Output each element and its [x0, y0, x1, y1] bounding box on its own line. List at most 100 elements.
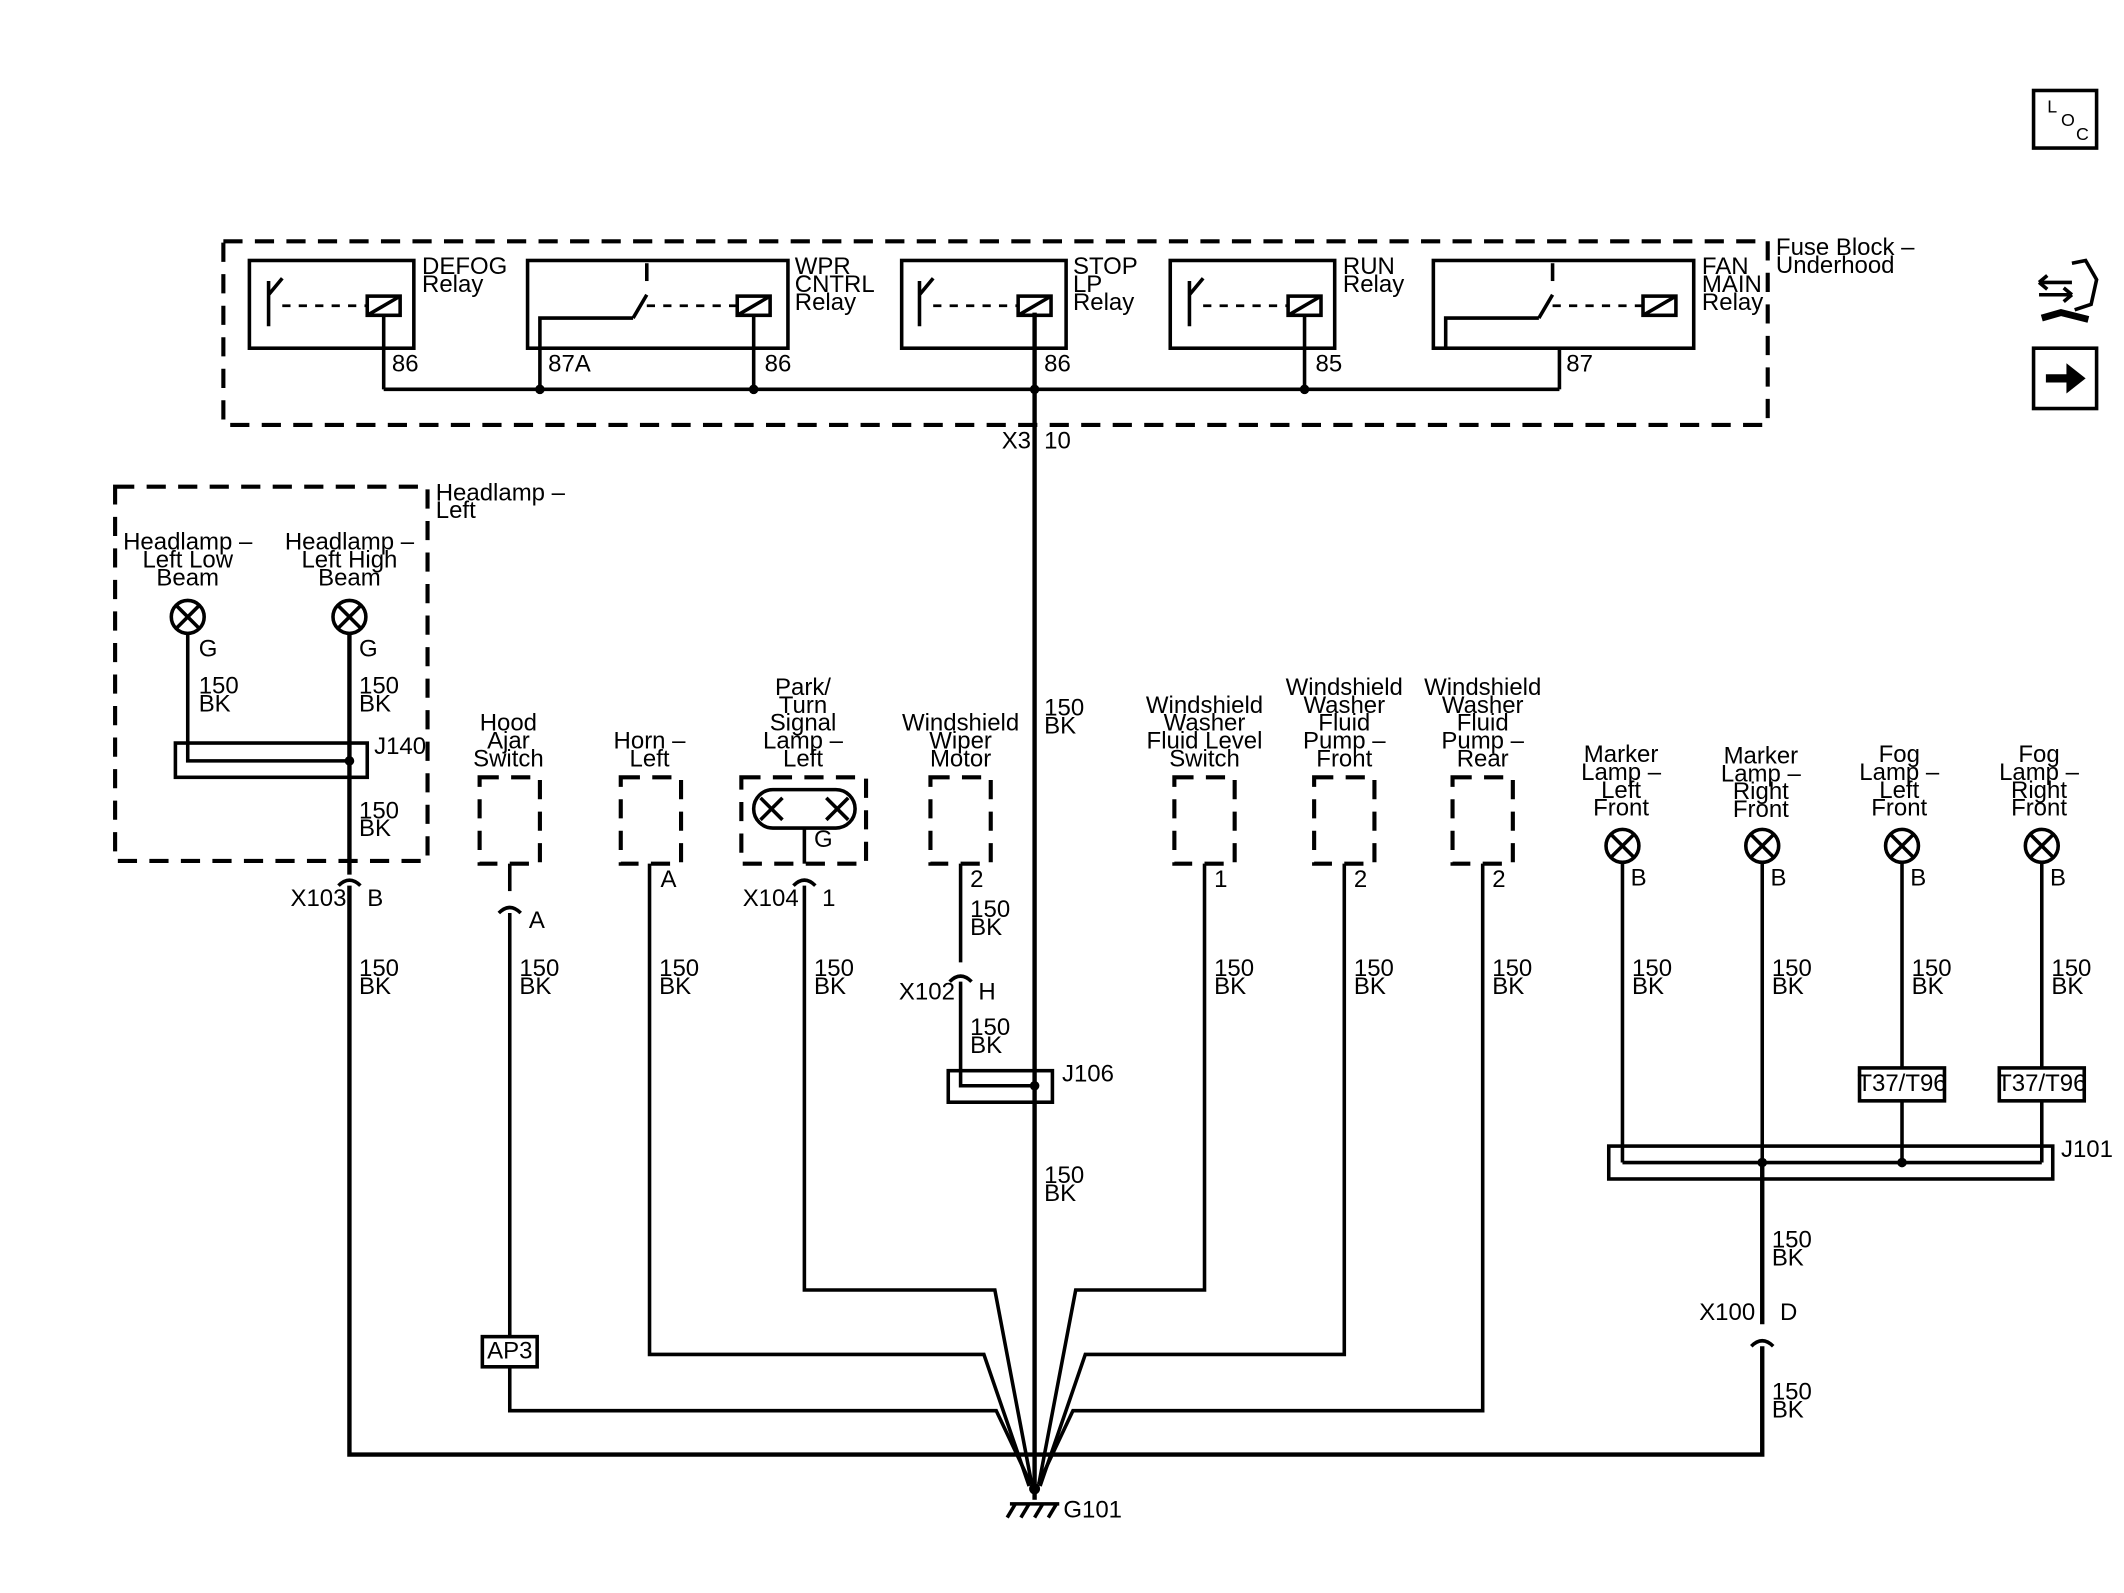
fuse-block-label-1: Fuse Block –	[1776, 234, 1915, 261]
marker-left-name-4: Front	[1593, 795, 1649, 822]
x103-wire-gauge: 150	[359, 955, 399, 982]
high-beam-wire-color: BK	[359, 690, 391, 717]
pump-rear-name-2: Washer	[1442, 692, 1524, 719]
x102-label: X102	[899, 978, 955, 1005]
fog-right-name-2: Lamp –	[1999, 759, 2080, 786]
fog-right-name-1: Fog	[2018, 741, 2059, 768]
stop-relay-name-1: STOP	[1073, 253, 1138, 280]
fog-left-name-4: Front	[1871, 795, 1927, 822]
fog-lamp-left-front: Fog Lamp – Left Front B 150 BK T37/T96	[1857, 741, 1952, 1163]
ap3-label: AP3	[487, 1338, 532, 1365]
park-lamp-pin: G	[814, 826, 833, 853]
horn-pin: A	[660, 866, 676, 893]
x100-wire-color: BK	[1772, 1397, 1804, 1424]
j106-label: J106	[1062, 1061, 1114, 1088]
x100-label: X100	[1699, 1299, 1755, 1326]
x104-pin: 1	[822, 885, 835, 912]
wpr-cntrl-relay: WPR CNTRL Relay 87A 86	[525, 253, 875, 390]
high-beam-name-3: Beam	[318, 564, 381, 591]
next-arrow-icon[interactable]	[2031, 346, 2099, 411]
hood-switch-name-1: Hood	[480, 710, 537, 737]
j101-wire-color: BK	[1772, 1244, 1804, 1271]
low-beam-name-2: Left Low	[142, 547, 233, 574]
stop-relay-name-2: LP	[1073, 271, 1102, 298]
marker-left-name-2: Lamp –	[1581, 759, 1662, 786]
wire-color: BK	[1044, 712, 1076, 739]
high-beam-pin: G	[359, 636, 378, 663]
headlamp-low-beam: Headlamp – Left Low Beam G 150 BK	[123, 529, 350, 763]
stop-relay-terminal: 86	[1044, 351, 1071, 378]
front-lamps-ground-wire	[1034, 1346, 1765, 1457]
park-turn-signal-lamp-left: Park/ Turn Signal Lamp – Left G X104 1 1…	[739, 674, 1034, 1486]
pump-rear-name-4: Pump –	[1441, 728, 1524, 755]
defog-relay-terminal: 86	[392, 351, 419, 378]
marker-lamp-left-front: Marker Lamp – Left Front B 150 BK	[1581, 741, 1672, 1163]
stop-lp-relay: STOP LP Relay 86	[899, 253, 1138, 378]
hood-ajar-switch: Hood Ajar Switch A 150 BK AP3	[473, 710, 1033, 1485]
hood-switch-name-2: Ajar	[487, 728, 530, 755]
horn-name-1: Horn –	[614, 728, 687, 755]
low-beam-wire-color: BK	[199, 690, 231, 717]
fog-left-pin: B	[1910, 865, 1926, 892]
stop-relay-name-3: Relay	[1073, 289, 1134, 316]
j101-wire-gauge: 150	[1772, 1227, 1812, 1254]
horn-wire-gauge: 150	[659, 955, 699, 982]
wiper-name-3: Motor	[930, 745, 991, 772]
low-beam-name-3: Beam	[156, 564, 219, 591]
horn-left: Horn – Left A 150 BK	[614, 728, 1031, 1487]
fog-right-option: T37/T96	[1997, 1070, 2086, 1097]
park-lamp-name-5: Left	[783, 745, 823, 772]
park-lamp-name-3: Signal	[770, 710, 837, 737]
fog-left-option: T37/T96	[1857, 1070, 1946, 1097]
wpr-relay-terminal-87a: 87A	[548, 351, 591, 378]
pump-rear-wire-gauge: 150	[1492, 955, 1532, 982]
fog-right-option-box	[1997, 1066, 2087, 1103]
level-wire-color: BK	[1214, 973, 1246, 1000]
headlamp-assembly-label-2: Left	[436, 497, 476, 524]
wiper-wire-gauge-1: 150	[970, 896, 1010, 923]
fan-relay-terminal: 87	[1566, 351, 1593, 378]
wiper-pin: 2	[970, 866, 983, 893]
level-switch-name-4: Switch	[1169, 745, 1240, 772]
fog-right-name-3: Right	[2011, 777, 2067, 804]
level-switch-name-1: Windshield	[1146, 692, 1263, 719]
pump-front-pin: 2	[1354, 866, 1367, 893]
park-lamp-name-1: Park/	[775, 674, 831, 701]
marker-left-name-3: Left	[1601, 777, 1641, 804]
j140-splice	[173, 741, 370, 780]
marker-right-name-4: Front	[1733, 796, 1789, 823]
wpr-relay-name-3: Relay	[795, 289, 856, 316]
marker-lamp-right-front: Marker Lamp – Right Front B 150 BK	[1721, 743, 1812, 1163]
low-beam-name-1: Headlamp –	[123, 529, 253, 556]
wpr-relay-name-2: CNTRL	[795, 271, 875, 298]
j140-wire-color: BK	[359, 815, 391, 842]
x104-label: X104	[743, 885, 799, 912]
pump-front-name-5: Front	[1316, 745, 1372, 772]
fog-right-wire-gauge: 150	[2051, 955, 2091, 982]
x103-label: X103	[291, 885, 347, 912]
defog-relay-name-2: Relay	[422, 271, 483, 298]
hood-switch-connector	[497, 905, 522, 915]
x103-connector	[337, 878, 362, 887]
pump-rear-name-3: Fluid	[1457, 710, 1509, 737]
locator-icon[interactable]: L O C	[2031, 88, 2099, 150]
connector-wrench-icon[interactable]	[2037, 258, 2099, 323]
wiper-name-2: Wiper	[929, 728, 992, 755]
wire-gauge: 150	[1044, 695, 1084, 722]
x100-connector	[1750, 1338, 1775, 1348]
washer-fluid-level-switch: Windshield Washer Fluid Level Switch 1 1…	[1036, 692, 1263, 1486]
ground-label: G101	[1063, 1497, 1122, 1524]
park-wire-color: BK	[814, 973, 846, 1000]
level-switch-pin: 1	[1214, 866, 1227, 893]
loc-letter-l: L	[2047, 96, 2057, 116]
fog-lamp-right-front: Fog Lamp – Right Front B 150 BK T37/T96	[1997, 741, 2091, 1163]
park-lamp-name-4: Lamp –	[763, 728, 844, 755]
hood-switch-pin: A	[529, 907, 545, 934]
x3-connector-label: X3	[1002, 427, 1031, 454]
level-switch-name-2: Washer	[1164, 710, 1246, 737]
run-relay-name-2: Relay	[1343, 271, 1404, 298]
defog-relay-name-1: DEFOG	[422, 253, 507, 280]
x104-connector	[792, 878, 817, 887]
run-relay: RUN Relay 85	[1168, 253, 1404, 390]
